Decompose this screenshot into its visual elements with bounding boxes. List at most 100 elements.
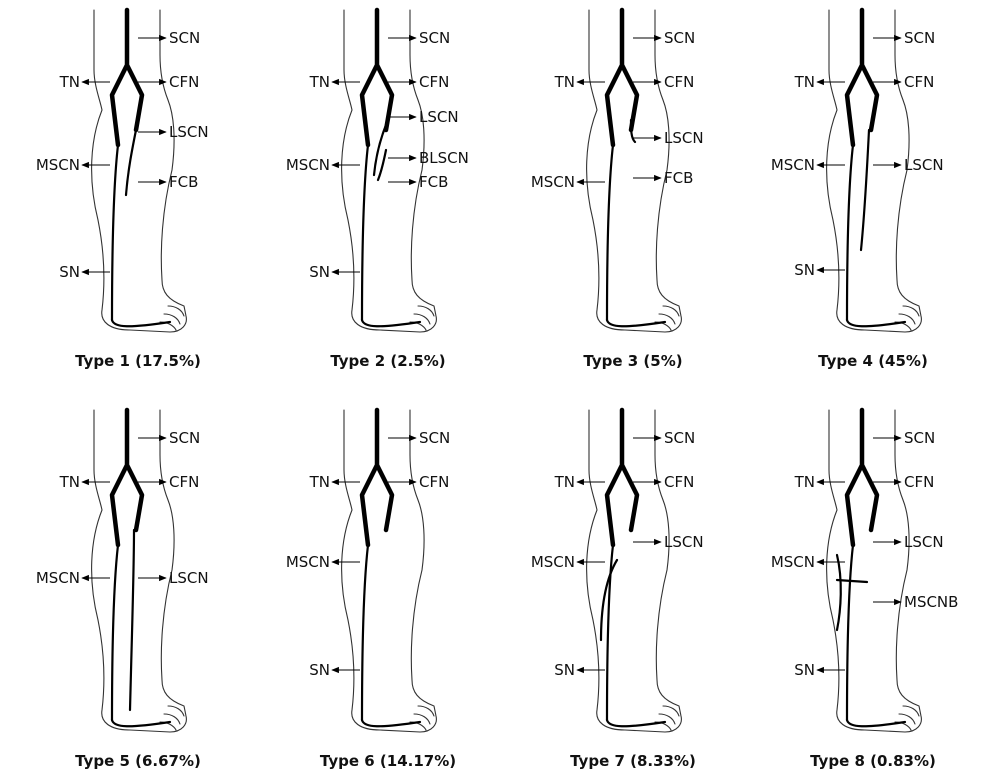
label-scn: SCN	[169, 29, 200, 47]
label-mscn: MSCN	[771, 156, 815, 174]
label-tn: TN	[794, 73, 815, 91]
label-cfn: CFN	[419, 73, 449, 91]
leg-outline	[92, 10, 187, 332]
nerve-branch	[130, 530, 134, 710]
label-mscn: MSCN	[531, 553, 575, 571]
panel-type-3: SCN TN CFN LSCN MSCN FCB Type 3 (5%)	[531, 10, 704, 370]
panel-type-7: SCN TN CFN LSCN MSCN SN Type 7 (8.33%)	[531, 410, 704, 770]
sural-nerve-foot	[847, 720, 905, 726]
label-sn: SN	[59, 263, 80, 281]
label-cfn: CFN	[419, 473, 449, 491]
panel-caption: Type 8 (0.83%)	[810, 752, 936, 770]
nerve-trunk	[847, 10, 877, 145]
sural-nerve-foot	[112, 720, 170, 726]
label-lscn: LSCN	[904, 156, 944, 174]
label-cfn: CFN	[169, 473, 199, 491]
label-fcb: FCB	[419, 173, 448, 191]
label-lscn: LSCN	[664, 129, 704, 147]
label-tn: TN	[59, 73, 80, 91]
label-scn: SCN	[419, 29, 450, 47]
panel-type-1: SCN TN CFN LSCN MSCN FCB SN Type 1 (17.5%)	[36, 10, 209, 370]
label-sn: SN	[794, 261, 815, 279]
nerve-branch	[112, 545, 118, 720]
nerve-trunk	[112, 410, 142, 545]
leg-outline	[342, 410, 437, 732]
panel-type-5: SCN TN CFN MSCN LSCN Type 5 (6.67%)	[36, 410, 209, 770]
label-sn: SN	[794, 661, 815, 679]
nerve-trunk	[362, 410, 392, 545]
sural-nerve-foot	[607, 720, 665, 726]
sural-nerve-foot	[362, 320, 420, 326]
label-scn: SCN	[904, 29, 935, 47]
nerve-branch	[126, 130, 136, 195]
nerve-trunk	[607, 10, 637, 145]
label-cfn: CFN	[169, 73, 199, 91]
label-lscn: LSCN	[419, 108, 459, 126]
nerve-branch	[374, 125, 386, 175]
panel-type-2: SCN TN CFN LSCN MSCN BLSCN FCB SN Type 2 (2.5%)	[286, 10, 469, 370]
label-tn: TN	[554, 73, 575, 91]
nerve-branch	[112, 145, 118, 320]
panel-caption: Type 2 (2.5%)	[330, 352, 445, 370]
nerve-branch	[861, 130, 869, 250]
label-mscn: MSCN	[771, 553, 815, 571]
label-scn: SCN	[419, 429, 450, 447]
leg-outline	[342, 10, 437, 332]
label-scn: SCN	[664, 429, 695, 447]
label-cfn: CFN	[904, 473, 934, 491]
label-scn: SCN	[664, 29, 695, 47]
sural-nerve-foot	[607, 320, 665, 326]
panel-caption: Type 1 (17.5%)	[75, 352, 201, 370]
label-sn: SN	[309, 661, 330, 679]
nerve-trunk	[847, 410, 877, 545]
label-mscn: MSCN	[36, 569, 80, 587]
panel-caption: Type 5 (6.67%)	[75, 752, 201, 770]
nerve-branch	[847, 145, 853, 320]
label-lscn: LSCN	[169, 569, 209, 587]
label-scn: SCN	[904, 429, 935, 447]
label-lscn: LSCN	[664, 533, 704, 551]
label-cfn: CFN	[664, 473, 694, 491]
nerve-branch	[362, 545, 368, 720]
label-mscn: MSCN	[286, 553, 330, 571]
nerve-branch	[837, 555, 841, 630]
nerve-trunk	[362, 10, 392, 145]
label-tn: TN	[794, 473, 815, 491]
sural-nerve-foot	[847, 320, 905, 326]
label-lscn: LSCN	[169, 123, 209, 141]
nerve-branch	[607, 145, 613, 320]
panel-caption: Type 6 (14.17%)	[320, 752, 456, 770]
sural-nerve-foot	[362, 720, 420, 726]
label-tn: TN	[59, 473, 80, 491]
panel-type-4: SCN TN CFN MSCN LSCN SN Type 4 (45%)	[771, 10, 944, 370]
panel-caption: Type 3 (5%)	[583, 352, 682, 370]
label-blscn: BLSCN	[419, 149, 469, 167]
panel-type-6: SCN TN CFN MSCN SN Type 6 (14.17%)	[286, 410, 456, 770]
label-cfn: CFN	[664, 73, 694, 91]
sural-nerve-foot	[112, 320, 170, 326]
label-mscn: MSCN	[286, 156, 330, 174]
label-tn: TN	[554, 473, 575, 491]
panel-caption: Type 7 (8.33%)	[570, 752, 696, 770]
label-tn: TN	[309, 73, 330, 91]
label-mscn: MSCN	[531, 173, 575, 191]
panel-caption: Type 4 (45%)	[818, 352, 928, 370]
nerve-branch	[362, 145, 368, 320]
label-sn: SN	[554, 661, 575, 679]
label-fcb: FCB	[169, 173, 198, 191]
label-mscn: MSCN	[36, 156, 80, 174]
label-scn: SCN	[169, 429, 200, 447]
panel-type-8: SCN TN CFN LSCN MSCN MSCNB SN Type 8 (0.83%)	[771, 410, 959, 770]
nerve-branch	[378, 150, 386, 180]
nerve-trunk	[607, 410, 637, 545]
label-mscnb: MSCNB	[904, 593, 958, 611]
leg-outline	[587, 410, 682, 732]
label-tn: TN	[309, 473, 330, 491]
label-fcb: FCB	[664, 169, 693, 187]
label-cfn: CFN	[904, 73, 934, 91]
nerve-trunk	[112, 10, 142, 145]
label-lscn: LSCN	[904, 533, 944, 551]
nerve-branch	[847, 545, 853, 720]
label-sn: SN	[309, 263, 330, 281]
